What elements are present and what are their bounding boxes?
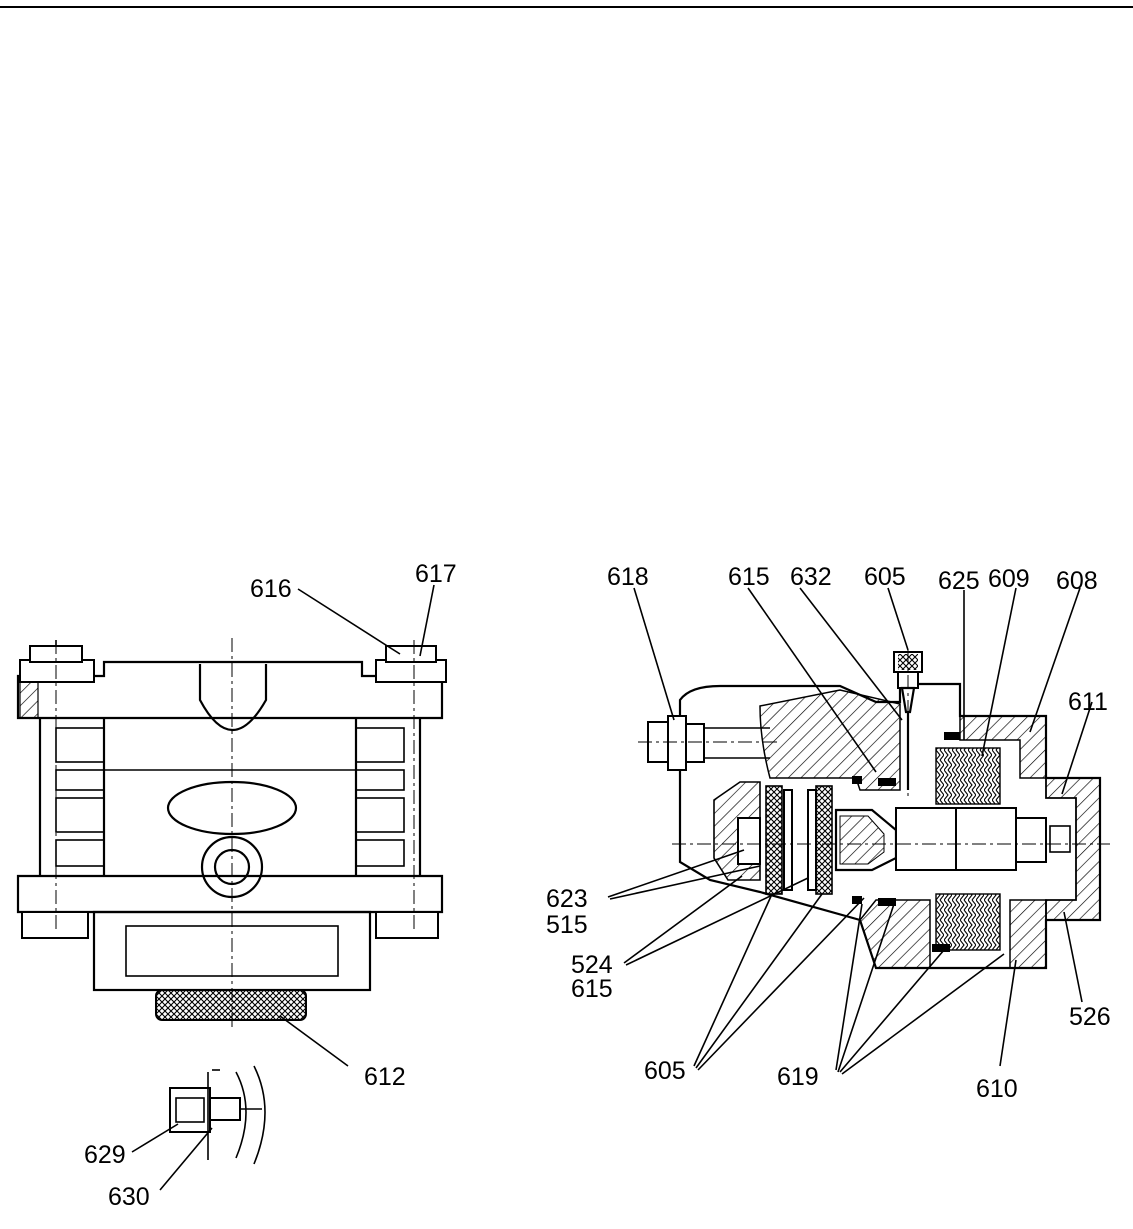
label-605-bottom: 605 [644,1057,686,1085]
label-610: 610 [976,1075,1018,1103]
label-632: 632 [790,563,832,591]
right-section-view [607,587,1110,1075]
label-609: 609 [988,565,1030,593]
label-515: 515 [546,911,588,939]
label-611: 611 [1068,688,1108,716]
label-524: 524 [571,951,613,979]
label-623: 623 [546,885,588,913]
label-629: 629 [84,1141,126,1169]
label-612: 612 [364,1063,406,1091]
part-number-labels: 616 617 612 629 630 618 615 632 605 625 … [84,560,1111,1211]
label-526: 526 [1069,1003,1111,1031]
label-608: 608 [1056,567,1098,595]
label-618: 618 [607,563,649,591]
label-630: 630 [108,1183,150,1211]
label-615-bottom: 615 [571,975,613,1003]
label-615-top: 615 [728,563,770,591]
label-619: 619 [777,1063,819,1091]
left-caliper-view [16,584,447,1191]
page-top-rule [0,6,1133,8]
label-617: 617 [415,560,457,588]
label-605-top: 605 [864,563,906,591]
label-616: 616 [250,575,292,603]
label-625: 625 [938,567,980,595]
